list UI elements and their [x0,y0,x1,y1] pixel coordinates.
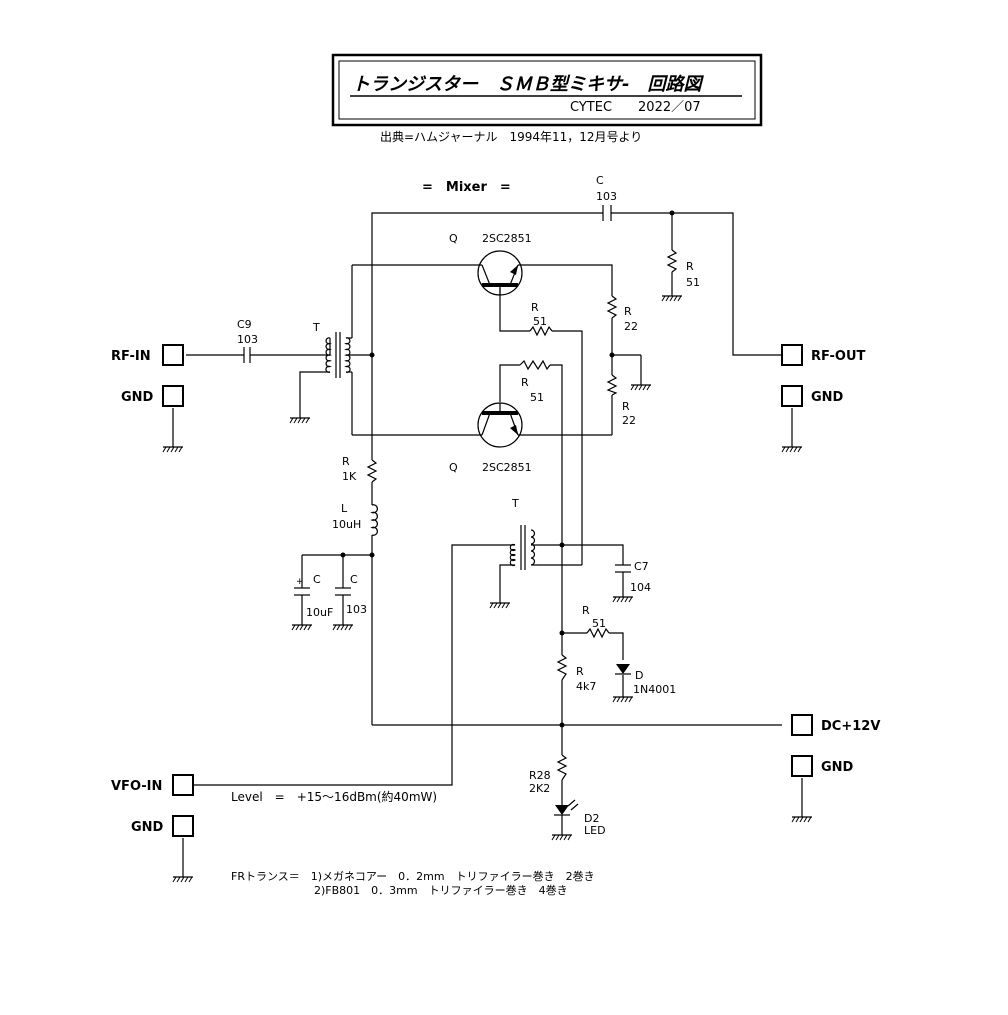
diode-d1: D 1N4001 [615,664,676,696]
svg-text:10uF: 10uF [306,606,333,619]
transistor-q2: Q 2SC2851 [449,402,532,474]
svg-text:R28: R28 [529,769,551,782]
capacitor-c9: C9 103 [237,318,258,363]
svg-text:22: 22 [624,320,638,333]
rf-out-label: RF-OUT [811,349,865,364]
transistor-q1: Q 2SC2851 [449,232,532,296]
svg-text:Q: Q [449,461,458,474]
svg-text:D2: D2 [584,812,599,825]
terminal-rf-out-gnd[interactable]: GND [781,385,844,407]
capacitor-c7: C7 104 [615,560,651,594]
resistor-r-d: R 51 [582,604,610,639]
trans-note-1: FRトランス＝ 1)メガネコアー 0．2mm トリファイラー巻き 2巻き [231,870,595,883]
svg-text:2SC2851: 2SC2851 [482,461,532,474]
svg-text:Q: Q [449,232,458,245]
resistor-r-e1: R 22 [606,295,638,333]
svg-text:C9: C9 [237,318,252,331]
svg-text:R: R [622,400,630,413]
capacitor-c-103b: C 103 [335,573,367,616]
svg-text:22: 22 [622,414,636,427]
resistor-r28: R28 2K2 [529,754,568,795]
svg-text:C: C [596,174,604,187]
svg-text:C: C [313,573,321,586]
svg-text:R: R [531,301,539,314]
wires [172,212,803,877]
level-note: Level = +15～16dBm(約40mW) [231,789,437,804]
svg-text:104: 104 [630,581,651,594]
resistor-r-b2: R 51 [519,359,551,404]
svg-text:R: R [521,376,529,389]
trans-note-2: 2)FB801 0．3mm トリファイラー巻き 4巻き [314,884,568,897]
resistor-r-e2: R 22 [606,374,636,427]
svg-text:51: 51 [592,617,606,630]
rf-in-label: RF-IN [111,349,151,364]
svg-text:51: 51 [533,315,547,328]
svg-text:2SC2851: 2SC2851 [482,232,532,245]
credit-text: CYTEC 2022／07 [570,100,701,115]
svg-text:1N4001: 1N4001 [633,683,676,696]
resistor-r-4k7: R 4k7 [556,654,596,693]
resistor-r-out: R 51 [666,249,700,289]
source-text: 出典=ハムジャーナル 1994年11，12月号より [380,130,642,144]
title-block: トランジスター ＳＭＢ型ミキサ- 回路図 CYTEC 2022／07 [331,53,763,127]
vfo-in-label: VFO-IN [111,779,162,794]
svg-text:103: 103 [346,603,367,616]
inductor-l: L 10uH [332,502,378,536]
terminal-vfo-in[interactable]: VFO-IN [111,774,194,796]
svg-text:L: L [341,502,348,515]
svg-text:2K2: 2K2 [529,782,550,795]
terminal-rf-in[interactable]: RF-IN [111,344,184,366]
resistor-r-b1: R 51 [529,301,553,337]
vfo-gnd-label: GND [131,820,164,835]
title-text: トランジスター ＳＭＢ型ミキサ- 回路図 [352,74,704,95]
svg-text:D: D [635,669,643,682]
transformer-t1: T [312,321,352,378]
junctions [340,210,675,728]
svg-text:4k7: 4k7 [576,680,596,693]
rf-in-gnd-label: GND [121,390,154,405]
svg-text:103: 103 [237,333,258,346]
svg-text:51: 51 [530,391,544,404]
svg-text:R: R [686,260,694,273]
diode-d2-led: D2 LED [554,799,606,837]
capacitor-c-10uf: + C 10uF [294,573,333,619]
svg-text:+: + [296,577,304,587]
svg-text:T: T [511,497,519,510]
svg-text:R: R [624,305,632,318]
circuit-name: = Mixer = [422,180,511,195]
resistor-r-1k: R 1K [342,455,378,483]
transformer-t2: T [509,497,537,570]
terminal-rf-out[interactable]: RF-OUT [781,344,865,366]
svg-text:R: R [342,455,350,468]
dc-label: DC+12V [821,719,880,734]
svg-text:1K: 1K [342,470,357,483]
terminal-dc[interactable]: DC+12V [791,714,880,736]
terminal-dc-gnd[interactable]: GND [791,755,854,777]
svg-text:10uH: 10uH [332,518,361,531]
svg-text:103: 103 [596,190,617,203]
svg-text:R: R [576,665,584,678]
svg-text:C7: C7 [634,560,649,573]
svg-text:LED: LED [584,824,606,837]
terminal-rf-in-gnd[interactable]: GND [121,385,184,407]
dc-gnd-label: GND [821,760,854,775]
terminal-vfo-gnd[interactable]: GND [131,815,194,837]
svg-text:T: T [312,321,320,334]
svg-text:C: C [350,573,358,586]
capacitor-c-out: C 103 [596,174,617,221]
svg-text:51: 51 [686,276,700,289]
svg-text:R: R [582,604,590,617]
rf-out-gnd-label: GND [811,390,844,405]
